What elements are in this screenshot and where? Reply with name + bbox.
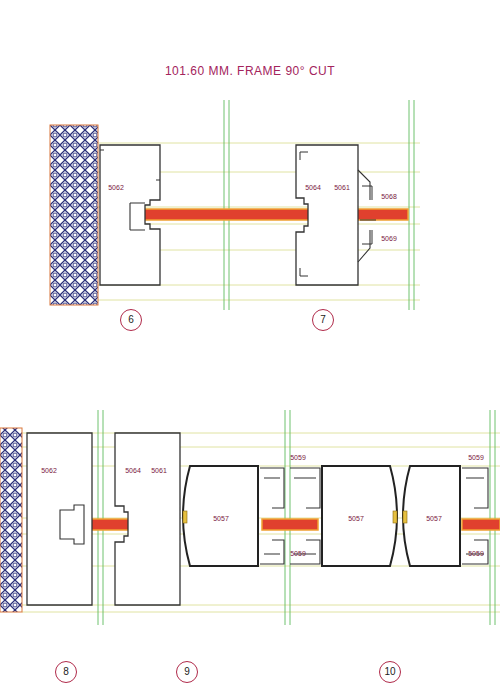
drawing-title: 101.60 MM. FRAME 90° CUT — [0, 64, 500, 78]
callout-number: 10 — [384, 667, 395, 677]
callout-number: 9 — [184, 667, 190, 677]
part-number: 5064 — [305, 184, 321, 191]
callout-circle: 10 — [379, 661, 401, 683]
part-number: 5068 — [381, 193, 397, 200]
callout-circle: 9 — [176, 661, 198, 683]
part-number: 5059 — [468, 454, 484, 461]
part-number: 5062 — [41, 467, 57, 474]
part-number: 5059 — [290, 550, 306, 557]
part-number: 5062 — [108, 184, 124, 191]
part-number: 5057 — [348, 515, 364, 522]
part-number: 5057 — [426, 515, 442, 522]
part-number: 5057 — [213, 515, 229, 522]
callout-circle: 6 — [120, 309, 142, 331]
part-number: 5061 — [151, 467, 167, 474]
part-number: 5059 — [290, 454, 306, 461]
part-number: 5069 — [381, 235, 397, 242]
callout-circle: 7 — [312, 309, 334, 331]
part-number: 5059 — [468, 550, 484, 557]
callout-number: 6 — [128, 315, 134, 325]
callout-number: 7 — [320, 315, 326, 325]
part-number: 5064 — [125, 467, 141, 474]
callout-circle: 8 — [55, 661, 77, 683]
part-number: 5061 — [334, 184, 350, 191]
callout-number: 8 — [63, 667, 69, 677]
